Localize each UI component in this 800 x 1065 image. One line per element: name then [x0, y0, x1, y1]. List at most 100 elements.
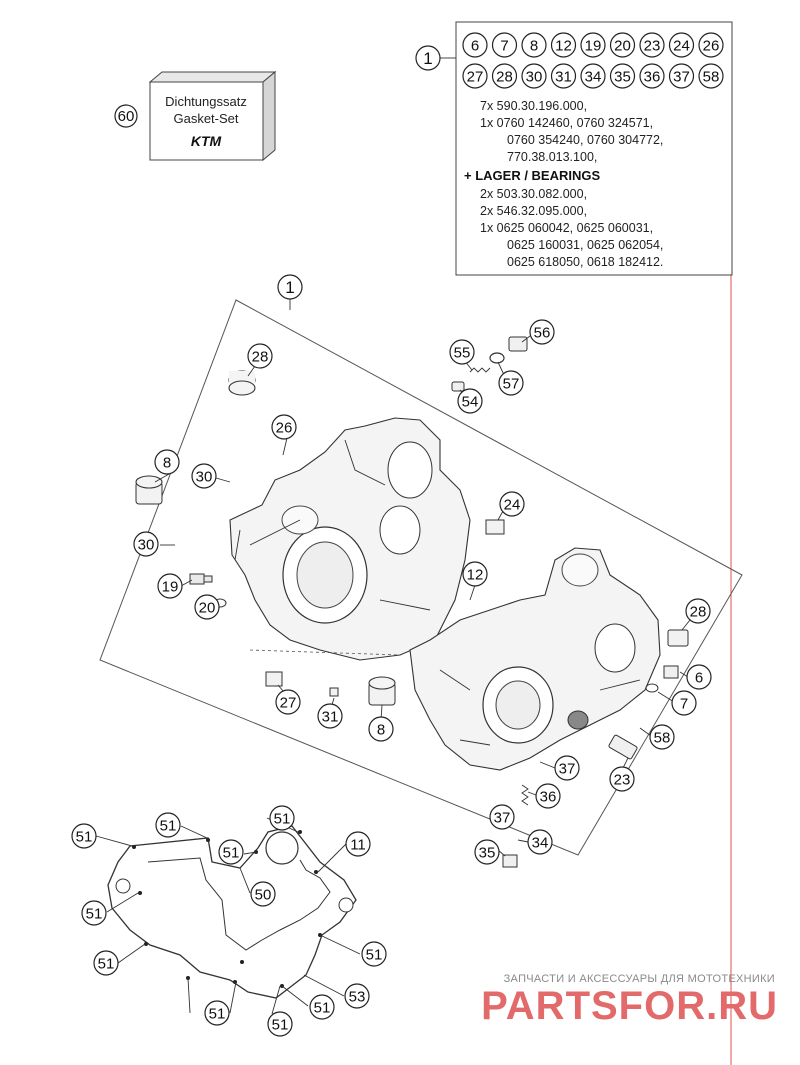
left-crankcase-half — [229, 417, 471, 661]
callout-c24-label: 24 — [504, 496, 521, 513]
kit-part-callout-label: 36 — [644, 68, 661, 85]
bearing-line: 2x 503.30.082.000, — [480, 187, 587, 201]
callout-c30b-label: 30 — [138, 536, 155, 553]
kit-part-callout-label: 26 — [703, 37, 720, 54]
kit-part-callout-label: 27 — [467, 68, 484, 85]
callout-1-crankcase: 1 — [277, 274, 303, 300]
kit-part-callout: 20 — [609, 32, 636, 58]
kit-line: 7x 590.30.196.000, — [480, 99, 587, 113]
dowel-27 — [265, 671, 283, 687]
bearing-28-top — [228, 370, 256, 396]
callout-c30a-label: 30 — [196, 468, 213, 485]
callout-c6-label: 6 — [695, 669, 703, 686]
kit-part-callout: 34 — [580, 63, 606, 89]
callout-c8a-label: 8 — [163, 454, 171, 471]
callout-c8a: 8 — [154, 449, 180, 475]
callout-c57a: 57 — [498, 370, 524, 396]
callout-g53-label: 53 — [349, 988, 366, 1005]
kit-part-callout: 35 — [609, 63, 636, 89]
kit-line: 0760 354240, 0760 304772, — [507, 133, 663, 147]
callout-layer: 2826830301920273185556575424122867583723… — [71, 319, 712, 1037]
callout-c12-label: 12 — [467, 566, 484, 583]
watermark-tagline: ЗАПЧАСТИ И АКСЕССУАРЫ ДЛЯ МОТОТЕХНИКИ — [504, 973, 775, 985]
callout-c55: 55 — [449, 339, 475, 365]
kit-part-callout: 23 — [639, 32, 665, 58]
kit-part-callout: 58 — [698, 63, 724, 89]
callout-c34: 34 — [527, 829, 553, 855]
callout-g51b-label: 51 — [160, 817, 177, 834]
callout-g11: 11 — [345, 831, 371, 857]
callout-c34-label: 34 — [532, 834, 549, 851]
kit-part-callout-label: 24 — [673, 37, 690, 54]
kit-part-callout: 6 — [462, 32, 488, 58]
kit-part-callout-label: 28 — [496, 68, 513, 85]
bearing-28-right — [667, 629, 689, 647]
callout-g51g: 51 — [361, 941, 387, 967]
callout-c6: 6 — [686, 664, 712, 690]
svg-text:60: 60 — [118, 108, 135, 125]
sleeve-35 — [502, 854, 518, 868]
kit-part-callout: 28 — [491, 63, 518, 89]
kit-included-row-2: 27 28 30 31 34 35 36 37 58 — [462, 63, 724, 89]
spring-36 — [521, 784, 529, 806]
crankcase-gasket — [107, 825, 357, 999]
callout-g51i-label: 51 — [272, 1016, 289, 1033]
kit-part-callout-label: 6 — [471, 37, 479, 54]
callout-c12: 12 — [462, 561, 488, 587]
callout-g51b: 51 — [155, 812, 181, 838]
callout-c35-label: 35 — [479, 844, 496, 861]
kit-part-callout: 30 — [521, 63, 547, 89]
kit-part-callout-label: 35 — [614, 68, 631, 85]
kit-part-callout-label: 37 — [673, 68, 690, 85]
callout-g51f-label: 51 — [98, 955, 115, 972]
callout-c56: 56 — [529, 319, 555, 345]
callout-c58-label: 58 — [654, 729, 671, 746]
callout-c20: 20 — [194, 594, 220, 620]
bearing-24 — [485, 519, 505, 535]
callout-c36-label: 36 — [540, 788, 557, 805]
kit-line: 1x 0760 142460, 0760 324571, — [480, 116, 653, 130]
kit-part-callout: 19 — [580, 32, 606, 58]
watermark: ЗАПЧАСТИ И АКСЕССУАРЫ ДЛЯ МОТОТЕХНИКИ PA… — [481, 973, 777, 1028]
callout-c27: 27 — [275, 689, 301, 715]
callout-c28a: 28 — [247, 343, 273, 369]
kit-part-callout-label: 8 — [530, 37, 538, 54]
svg-text:1: 1 — [423, 49, 432, 68]
callout-g51e-label: 51 — [86, 905, 103, 922]
callout-g51c: 51 — [269, 805, 295, 831]
kit-part-callout: 12 — [550, 32, 577, 58]
kit-part-callout: 7 — [491, 32, 518, 58]
kit-part-callout: 26 — [698, 32, 724, 58]
callout-c31: 31 — [317, 703, 343, 729]
kit-line: 770.38.013.100, — [507, 150, 597, 164]
gasket-leaders — [95, 817, 361, 1015]
callout-g51j: 51 — [309, 994, 335, 1020]
callout-c35: 35 — [474, 839, 500, 865]
callout-60: 60 — [114, 104, 138, 128]
callout-c27-label: 27 — [280, 694, 297, 711]
kit-parts-list: 7x 590.30.196.000, 1x 0760 142460, 0760 … — [464, 99, 663, 269]
callout-c7-label: 7 — [680, 695, 688, 712]
kit-part-callout: 8 — [521, 32, 547, 58]
kit-part-callout: 31 — [550, 63, 577, 89]
callout-c57a-label: 57 — [503, 375, 520, 392]
kit-part-callout-label: 20 — [614, 37, 631, 54]
callout-g51f: 51 — [93, 950, 119, 976]
kit-part-callout: 37 — [668, 63, 695, 89]
kit-part-callout-label: 12 — [555, 37, 572, 54]
callout-c54: 54 — [457, 388, 483, 414]
kit-part-callout-label: 31 — [555, 68, 572, 85]
callout-c36: 36 — [535, 783, 561, 809]
callout-c28b: 28 — [685, 598, 711, 624]
gasket-box-line2: Gasket-Set — [173, 111, 238, 126]
callout-c19: 19 — [157, 573, 183, 599]
callout-c37a-label: 37 — [559, 760, 576, 777]
callout-g50-label: 50 — [255, 886, 272, 903]
callout-g51d-label: 51 — [223, 844, 240, 861]
callout-c54-label: 54 — [462, 393, 479, 410]
kit-part-callout-label: 58 — [703, 68, 720, 85]
callout-g51i: 51 — [267, 1011, 293, 1037]
callout-g51c-label: 51 — [274, 810, 291, 827]
washer-57 — [489, 352, 505, 364]
